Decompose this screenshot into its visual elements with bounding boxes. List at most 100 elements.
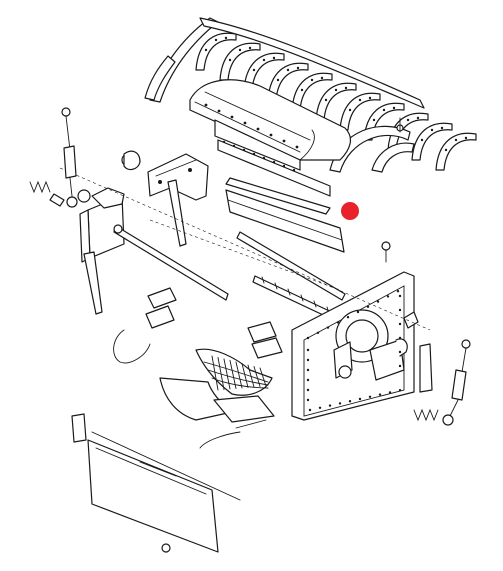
plate-hole	[376, 300, 380, 303]
rasp-bar-upper	[217, 139, 331, 197]
grate-line	[235, 361, 243, 389]
grate-line	[217, 357, 225, 390]
bar-hole	[348, 108, 352, 112]
plate-hole	[398, 350, 402, 354]
plate-hole	[308, 408, 312, 412]
small-hardware	[113, 117, 404, 364]
threshing-cover	[189, 79, 352, 172]
concave-bar	[339, 92, 381, 131]
grate-line	[229, 360, 237, 389]
bar-hole	[276, 78, 280, 82]
plate-hole	[306, 336, 310, 340]
plate-hole	[306, 378, 310, 382]
cover-hole	[230, 115, 234, 119]
plate-hole	[388, 391, 392, 394]
plate-hole	[396, 290, 400, 293]
plate-hole	[306, 358, 310, 362]
cover-hole	[269, 133, 273, 137]
bar-hole	[372, 118, 376, 122]
plate-hole	[318, 406, 322, 409]
concave-bar	[243, 52, 285, 91]
long-strip	[236, 231, 346, 301]
left-linkage	[29, 107, 78, 208]
plate-hole	[336, 321, 340, 324]
bottom-cover-panel	[71, 413, 241, 553]
plate-hole	[306, 368, 310, 372]
bar-hole	[248, 46, 252, 50]
plate-hole	[316, 331, 320, 334]
plate-hole	[398, 364, 402, 368]
bar-hole	[272, 56, 276, 60]
bar-hole	[296, 66, 300, 70]
shaft-tick	[274, 282, 278, 290]
upright-bracket	[147, 153, 209, 247]
bar-hole	[420, 138, 424, 142]
plate-hole	[306, 348, 310, 352]
bar-hole	[262, 58, 266, 62]
grate-line	[223, 358, 231, 390]
grate-line	[211, 355, 219, 391]
bar-hole	[334, 88, 338, 92]
shaft-tick	[300, 294, 304, 302]
top-rail	[199, 17, 425, 109]
bar-hole	[344, 86, 348, 90]
tension-spring	[29, 180, 51, 194]
concave-bar	[195, 32, 237, 71]
concave-bar	[219, 42, 261, 81]
side-frame-plate	[291, 271, 419, 421]
grate-rib	[207, 369, 269, 386]
bar-hole	[440, 126, 444, 130]
bar-hole	[252, 68, 256, 72]
plate-hole	[358, 397, 362, 401]
plate-hole	[328, 404, 332, 407]
plate-hole	[346, 316, 350, 319]
bar-hole	[368, 96, 372, 100]
rasp-bars	[217, 139, 346, 323]
bar-hole	[286, 68, 290, 72]
bar-hole	[310, 78, 314, 82]
concave-bar	[435, 132, 477, 171]
plate-hole	[398, 389, 402, 392]
bar-hole	[406, 118, 410, 122]
adjusting-rod	[59, 167, 431, 331]
back-strip-long	[144, 55, 176, 101]
concave-bar-small	[371, 142, 415, 173]
selection-marker[interactable]	[341, 202, 359, 220]
plate-hole	[306, 398, 310, 402]
plate-hole	[398, 336, 402, 340]
plate-hole	[348, 400, 352, 403]
bar-hole	[224, 36, 228, 40]
cover-hole	[256, 127, 260, 131]
plate-hole	[398, 308, 402, 312]
bar-hole	[444, 148, 448, 152]
bar-hole	[214, 38, 218, 42]
bar-hole	[324, 98, 328, 102]
bar-hole	[320, 76, 324, 80]
bar-hole	[416, 116, 420, 120]
plate-hole	[356, 310, 360, 314]
shaft-tick	[313, 300, 317, 308]
plate-hole	[386, 295, 390, 298]
shaft-tick	[287, 288, 291, 296]
concave-bar	[315, 82, 357, 121]
grate-line	[241, 363, 249, 388]
left-bracket-assembly	[77, 150, 141, 315]
bar-hole	[454, 138, 458, 142]
grate-rib	[211, 377, 269, 389]
cover-hole	[295, 145, 299, 149]
plate-hole	[306, 388, 310, 392]
grate-line	[259, 367, 267, 387]
bar-hole	[238, 48, 242, 52]
plate-hole	[338, 402, 342, 405]
cover-hole	[282, 139, 286, 143]
plate-hole	[398, 294, 402, 298]
plate-hole	[368, 395, 372, 398]
plate-hole	[398, 322, 402, 326]
bar-hole	[358, 98, 362, 102]
concave-bar	[291, 72, 333, 111]
bar-hole	[228, 58, 232, 62]
shaft-tick	[261, 276, 265, 284]
cover-hole	[243, 121, 247, 125]
